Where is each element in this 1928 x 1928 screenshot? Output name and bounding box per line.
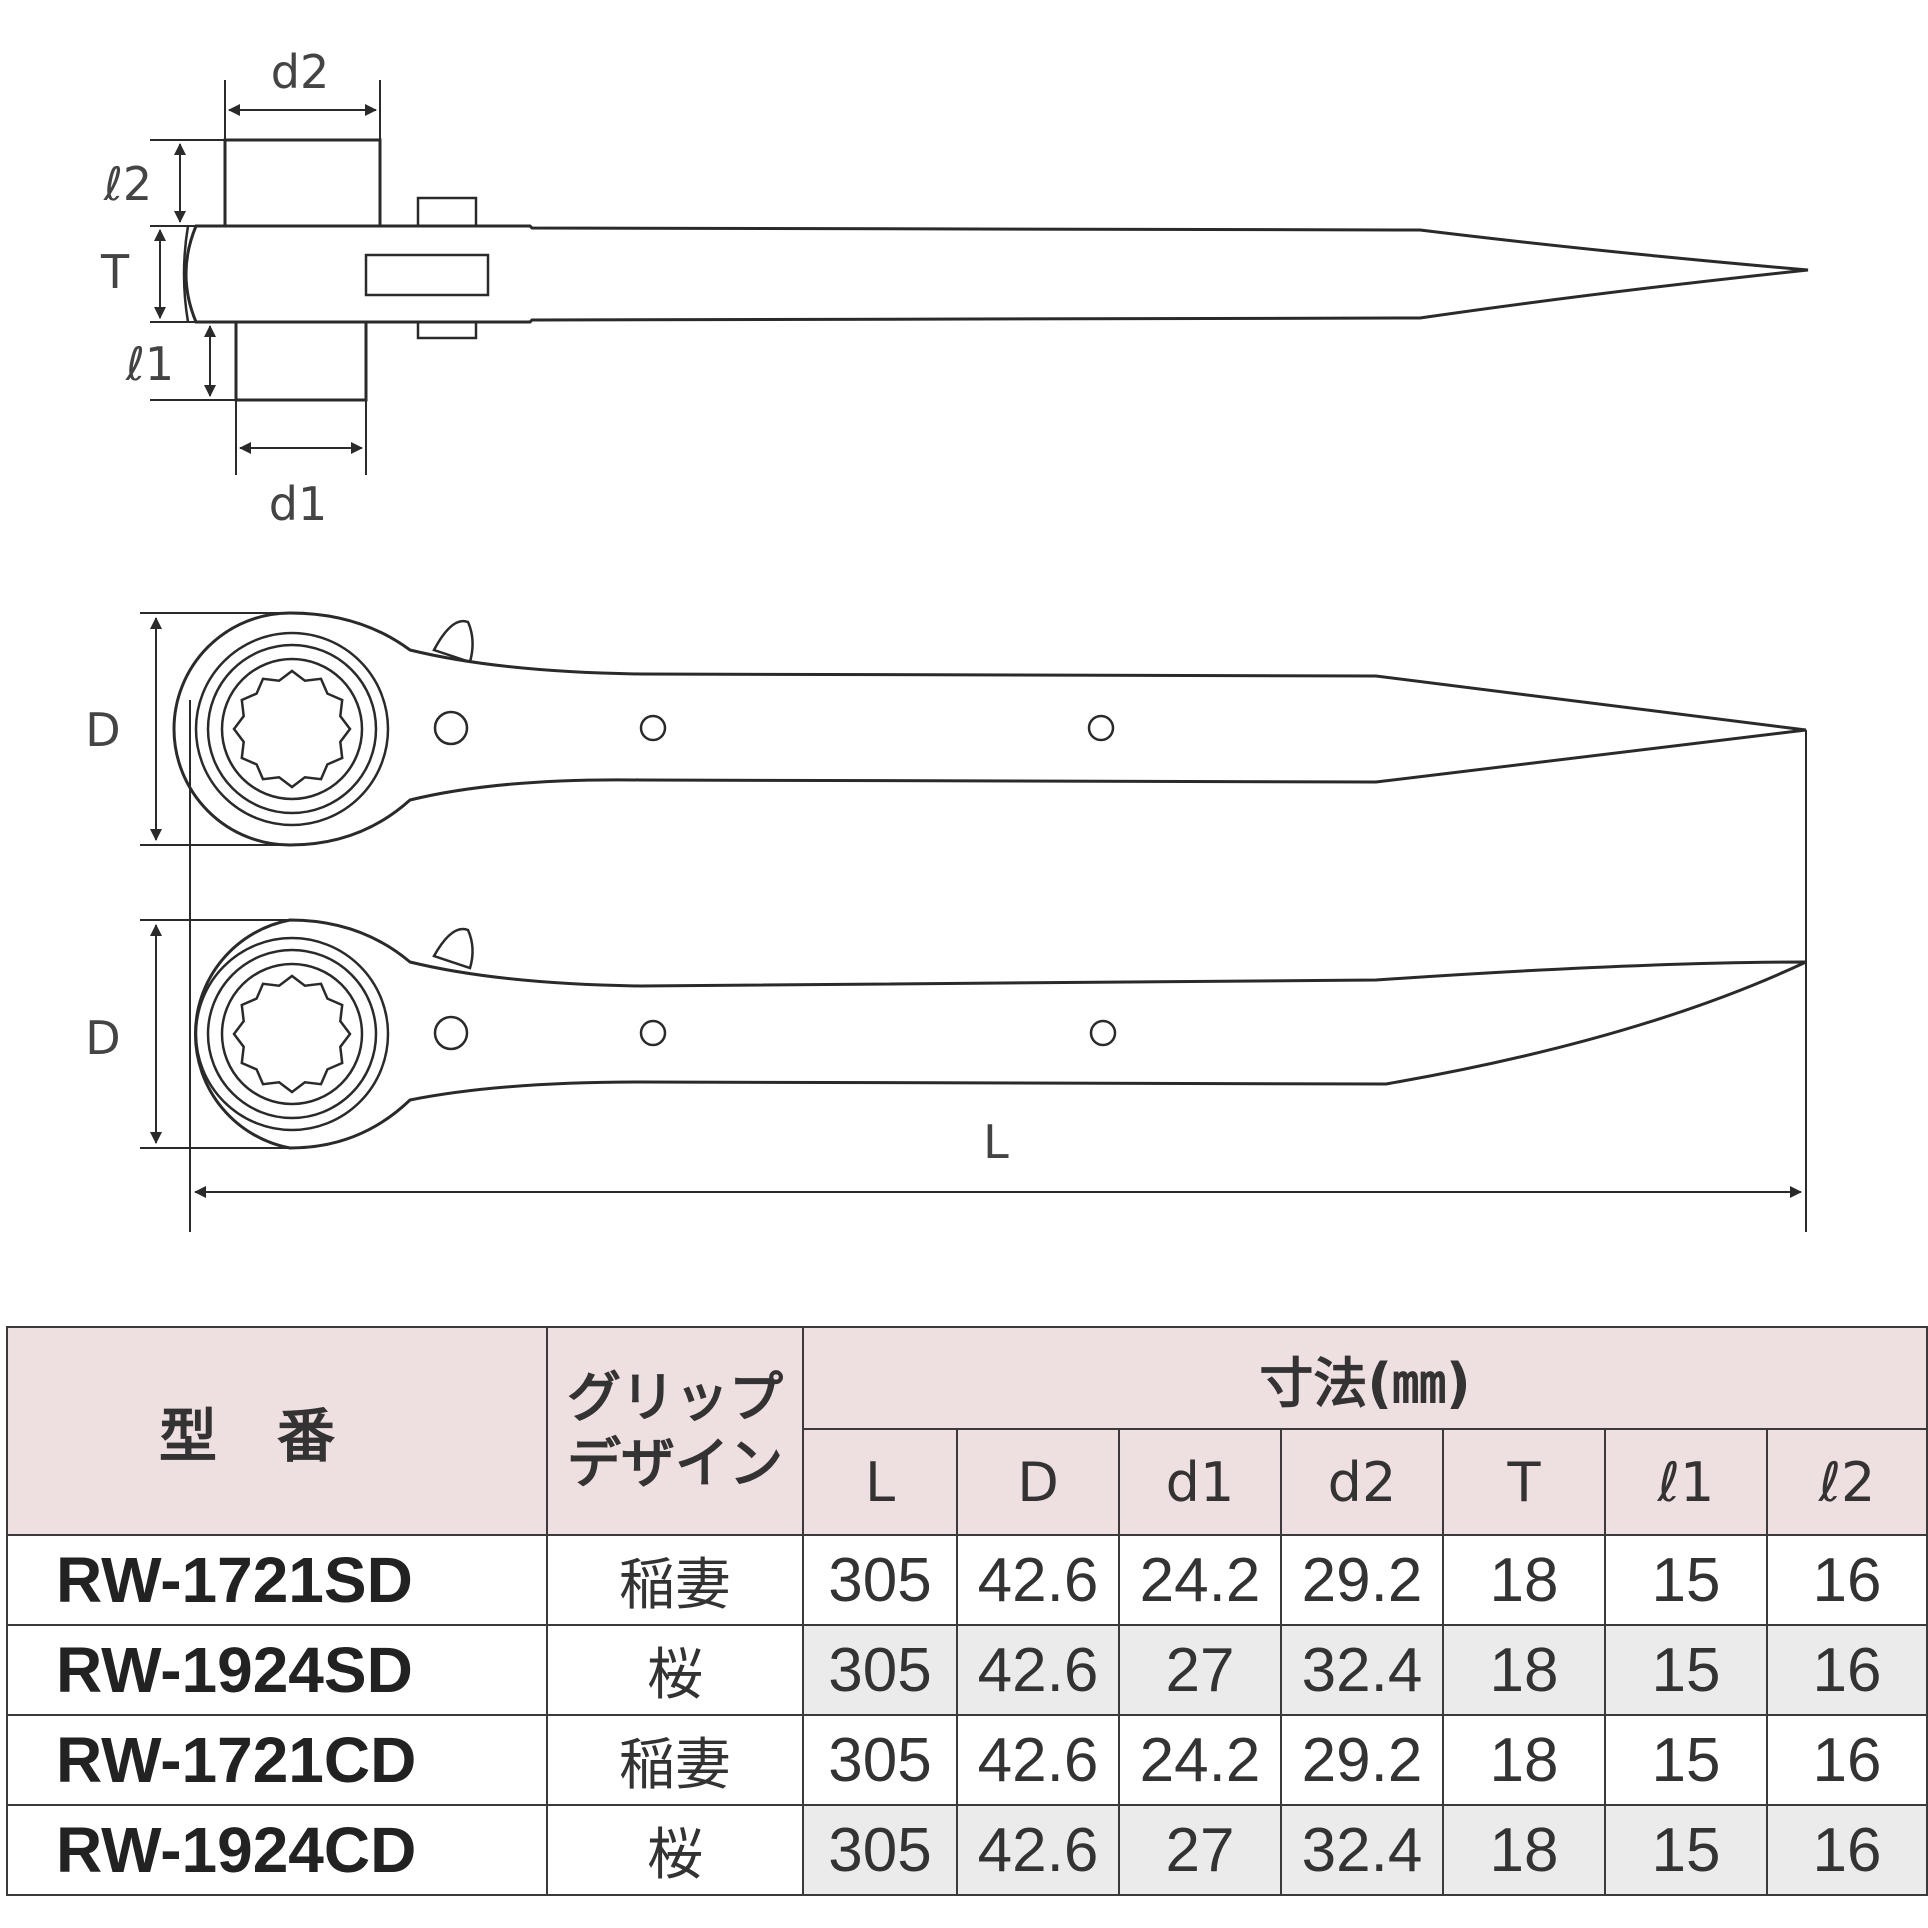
cell-t: 18: [1442, 1714, 1606, 1806]
cell-d2: 29.2: [1280, 1714, 1444, 1806]
cell-d: 42.6: [956, 1804, 1120, 1896]
cell-d2: 32.4: [1280, 1624, 1444, 1716]
cell-model: RW-1721CD: [6, 1714, 548, 1806]
cell-l1: 15: [1604, 1624, 1768, 1716]
table-row: RW-1721SD 稲妻 305 42.6 24.2 29.2 18 15 16: [6, 1534, 1928, 1626]
cell-grip: 稲妻: [546, 1534, 804, 1626]
cell-grip: 稲妻: [546, 1714, 804, 1806]
header-col-d: D: [956, 1428, 1120, 1536]
side-view: d2 ℓ2 T ℓ1 d1: [100, 45, 1809, 531]
header-model: 型番: [6, 1326, 548, 1536]
cell-l1: 15: [1604, 1534, 1768, 1626]
cell-t: 18: [1442, 1624, 1606, 1716]
cell-d1: 24.2: [1118, 1714, 1282, 1806]
cell-t: 18: [1442, 1804, 1606, 1896]
label-d-upper: D: [85, 703, 120, 757]
cell-grip: 桜: [546, 1624, 804, 1716]
cell-l: 305: [802, 1624, 958, 1716]
top-view-upper: [172, 611, 1807, 847]
header-col-t: T: [1442, 1428, 1606, 1536]
header-grip-line1: グリップ: [567, 1366, 783, 1429]
cell-l2: 16: [1765, 1804, 1928, 1896]
cell-model: RW-1924CD: [6, 1804, 548, 1896]
header-col-d1: d1: [1118, 1428, 1282, 1536]
label-d1: d1: [269, 477, 327, 531]
cell-l2: 16: [1765, 1624, 1928, 1716]
header-col-l: L: [802, 1428, 958, 1536]
twelve-point-socket-lower: [232, 974, 352, 1094]
header-col-l2: ℓ2: [1765, 1428, 1928, 1536]
cell-t: 18: [1442, 1534, 1606, 1626]
table-row: RW-1924SD 桜 305 42.6 27 32.4 18 15 16: [6, 1624, 1928, 1716]
twelve-point-socket-upper: [232, 669, 352, 789]
cell-l: 305: [802, 1804, 958, 1896]
header-grip-design: グリップ デザイン: [546, 1326, 804, 1536]
cell-l2: 16: [1765, 1534, 1928, 1626]
cell-l: 305: [802, 1534, 958, 1626]
table-row: RW-1721CD 稲妻 305 42.6 24.2 29.2 18 15 16: [6, 1714, 1928, 1806]
cell-d2: 29.2: [1280, 1534, 1444, 1626]
cell-l2: 16: [1765, 1714, 1928, 1806]
cell-d: 42.6: [956, 1714, 1120, 1806]
table-row: RW-1924CD 桜 305 42.6 27 32.4 18 15 16: [6, 1804, 1928, 1896]
cell-d1: 27: [1118, 1804, 1282, 1896]
cell-d2: 32.4: [1280, 1804, 1444, 1896]
cell-d1: 27: [1118, 1624, 1282, 1716]
cell-model: RW-1721SD: [6, 1534, 548, 1626]
top-view-lower: [193, 918, 1807, 1150]
cell-l: 305: [802, 1714, 958, 1806]
cell-grip: 桜: [546, 1804, 804, 1896]
wrench-technical-drawing: d2 ℓ2 T ℓ1 d1: [85, 45, 1809, 1232]
header-col-d2: d2: [1280, 1428, 1444, 1536]
label-t: T: [100, 245, 130, 299]
header-col-l1: ℓ1: [1604, 1428, 1768, 1536]
cell-d: 42.6: [956, 1534, 1120, 1626]
label-d-lower: D: [85, 1011, 120, 1065]
header-dimensions: 寸法(㎜): [801, 1326, 1928, 1430]
label-l2: ℓ2: [103, 157, 152, 211]
label-l: L: [983, 1115, 1009, 1169]
cell-l1: 15: [1604, 1714, 1768, 1806]
cell-d: 42.6: [956, 1624, 1120, 1716]
label-d2: d2: [271, 45, 329, 99]
header-grip-line2: デザイン: [567, 1432, 783, 1495]
overall-dimensions: D D L: [85, 612, 1807, 1232]
cell-d1: 24.2: [1118, 1534, 1282, 1626]
cell-model: RW-1924SD: [6, 1624, 548, 1716]
cell-l1: 15: [1604, 1804, 1768, 1896]
spec-table: 型番 グリップ デザイン 寸法(㎜) L D d1 d2 T ℓ1 ℓ2 RW-…: [6, 1326, 1928, 1896]
label-l1: ℓ1: [125, 337, 174, 391]
